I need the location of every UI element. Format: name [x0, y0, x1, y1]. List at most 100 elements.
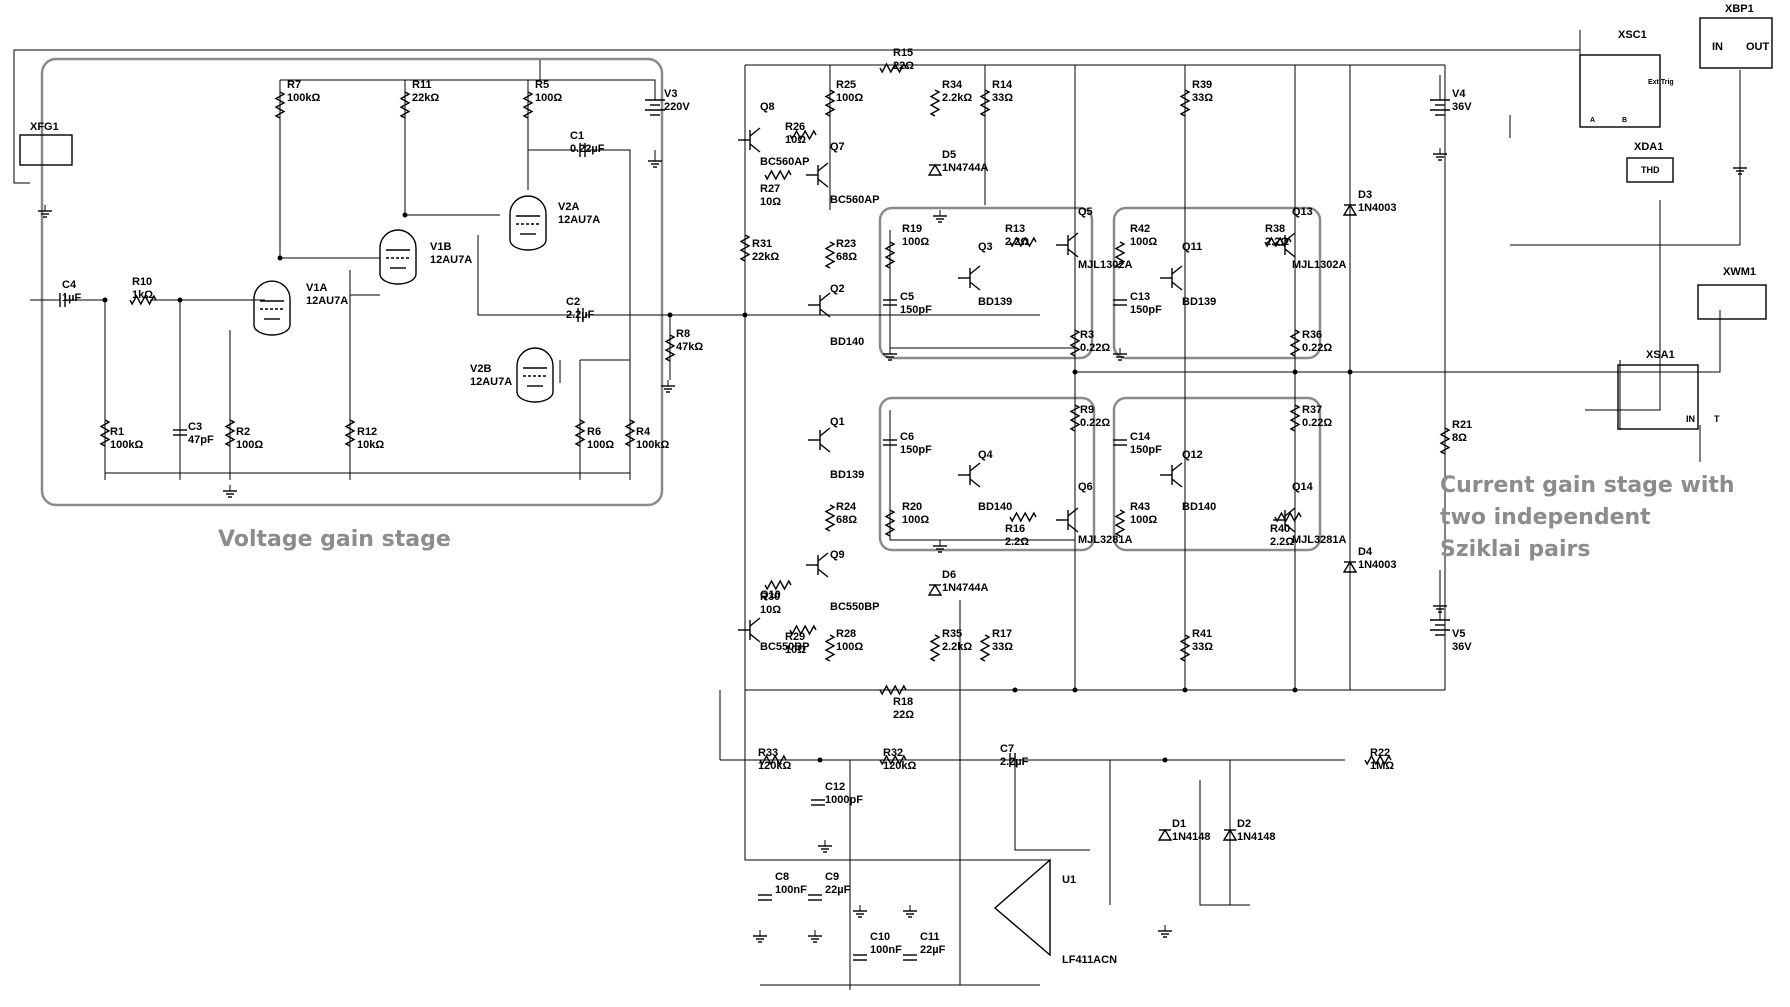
- tube-value: 12AU7A: [470, 376, 512, 388]
- instrument-ref: XSA1: [1646, 349, 1675, 361]
- voltage-gain-stage-box: [40, 57, 664, 507]
- resistor-symbol: [274, 91, 286, 119]
- diode-value: 1N4148: [1172, 831, 1211, 843]
- resistor-value: 10Ω: [760, 604, 781, 616]
- transistor-ref: Q3: [978, 241, 993, 253]
- resistor-value: 100Ω: [587, 439, 614, 451]
- capacitor-value: 0.22µF: [570, 143, 605, 155]
- resistor-ref: R42: [1130, 223, 1150, 235]
- junction-dot: [667, 312, 673, 318]
- junction-dot: [1182, 687, 1188, 693]
- capacitor-value: 22µF: [825, 884, 851, 896]
- junction-dot: [102, 297, 108, 303]
- source-ref: V5: [1452, 628, 1465, 640]
- resistor-ref: R26: [785, 121, 805, 133]
- resistor-value: 22Ω: [893, 709, 914, 721]
- tube-symbol: [379, 229, 417, 285]
- capacitor-ref: C9: [825, 871, 839, 883]
- transistor-ref: Q2: [830, 283, 845, 295]
- resistor-ref: R27: [760, 183, 780, 195]
- sziklai-pair-box: [878, 206, 1094, 360]
- capacitor-ref: C14: [1130, 431, 1151, 443]
- capacitor-value: 22µF: [920, 944, 946, 956]
- spectrum-t-label: T: [1714, 414, 1720, 424]
- resistor-symbol: [824, 634, 836, 662]
- resistor-symbol: [884, 509, 896, 537]
- resistor-symbol: [399, 91, 411, 119]
- opamp-symbol: [993, 858, 1051, 957]
- capacitor-ref: C3: [188, 421, 202, 433]
- instrument-ref: XBP1: [1725, 3, 1754, 15]
- resistor-symbol: [929, 634, 941, 662]
- resistor-ref: R36: [1302, 329, 1322, 341]
- capacitor-value: 100nF: [870, 944, 902, 956]
- junction-dot: [1292, 369, 1298, 375]
- resistor-symbol: [1069, 404, 1081, 432]
- transistor-ref: Q9: [830, 549, 845, 561]
- resistor-symbol: [664, 334, 676, 362]
- current-gain-caption-line: two independent: [1440, 505, 1651, 530]
- capacitor-ref: C11: [920, 931, 940, 943]
- resistor-symbol: [224, 419, 236, 447]
- diode-symbol: [927, 163, 943, 176]
- resistor-value: 22kΩ: [412, 92, 439, 104]
- resistor-ref: R28: [836, 628, 856, 640]
- instrument-symbol: [19, 134, 73, 166]
- junction-dot: [1072, 369, 1078, 375]
- resistor-symbol: [789, 129, 817, 141]
- diode-ref: D2: [1237, 818, 1251, 830]
- resistor-symbol: [764, 169, 792, 181]
- diode-ref: D6: [942, 569, 956, 581]
- diode-value: 1N4744A: [942, 582, 989, 594]
- capacitor-value: 150pF: [1130, 304, 1162, 316]
- capacitor-ref: C7: [1000, 743, 1014, 755]
- tube-symbol: [516, 347, 554, 403]
- resistor-ref: R30: [760, 591, 780, 603]
- resistor-ref: R31: [752, 238, 772, 250]
- bode-out-label: OUT: [1746, 41, 1770, 53]
- resistor-ref: R19: [902, 223, 922, 235]
- resistor-value: 10Ω: [785, 644, 806, 656]
- capacitor-ref: C5: [900, 291, 914, 303]
- transistor-ref: Q5: [1078, 206, 1093, 218]
- transistor-ref: Q8: [760, 101, 775, 113]
- resistor-ref: R4: [636, 426, 651, 438]
- capacitor-value: 100nF: [775, 884, 807, 896]
- resistor-symbol: [884, 241, 896, 269]
- transistor-value: BC560AP: [760, 156, 810, 168]
- spectrum-in-label: IN: [1686, 414, 1695, 424]
- resistor-value: 120kΩ: [758, 760, 791, 772]
- bode-in-label: IN: [1712, 41, 1723, 53]
- transistor-ref: Q7: [830, 141, 845, 153]
- resistor-symbol: [1069, 329, 1081, 357]
- resistor-value: 10Ω: [785, 134, 806, 146]
- source-ref: V4: [1452, 88, 1466, 100]
- resistor-value: 1kΩ: [132, 289, 153, 301]
- resistor-value: 2.2Ω: [1005, 236, 1029, 248]
- transistor-ref: Q14: [1292, 481, 1314, 493]
- junction-dot: [1012, 687, 1018, 693]
- transistor-value: BD139: [830, 469, 864, 481]
- resistor-symbol: [879, 684, 907, 696]
- resistor-symbol: [759, 754, 787, 766]
- diode-ref: D1: [1172, 818, 1186, 830]
- resistor-ref: R43: [1130, 501, 1150, 513]
- resistor-ref: R12: [357, 426, 377, 438]
- diode-ref: D5: [942, 149, 956, 161]
- resistor-value: 2.2Ω: [1005, 536, 1029, 548]
- diode-symbol: [1222, 828, 1238, 841]
- resistor-symbol: [1009, 511, 1037, 523]
- sziklai-pair-box: [1112, 396, 1322, 552]
- resistor-ref: R7: [287, 79, 301, 91]
- junction-dot: [817, 757, 823, 763]
- transistor-value: BD140: [1182, 501, 1216, 513]
- transistor-value: MJL3281A: [1078, 534, 1132, 546]
- capacitor-value: 150pF: [900, 304, 932, 316]
- resistor-ref: R16: [1005, 523, 1025, 535]
- resistor-value: 33Ω: [1192, 641, 1213, 653]
- tube-ref: V2A: [558, 201, 579, 213]
- transistor-value: MJL3281A: [1292, 534, 1346, 546]
- resistor-value: 33Ω: [992, 641, 1013, 653]
- resistor-ref: R2: [236, 426, 250, 438]
